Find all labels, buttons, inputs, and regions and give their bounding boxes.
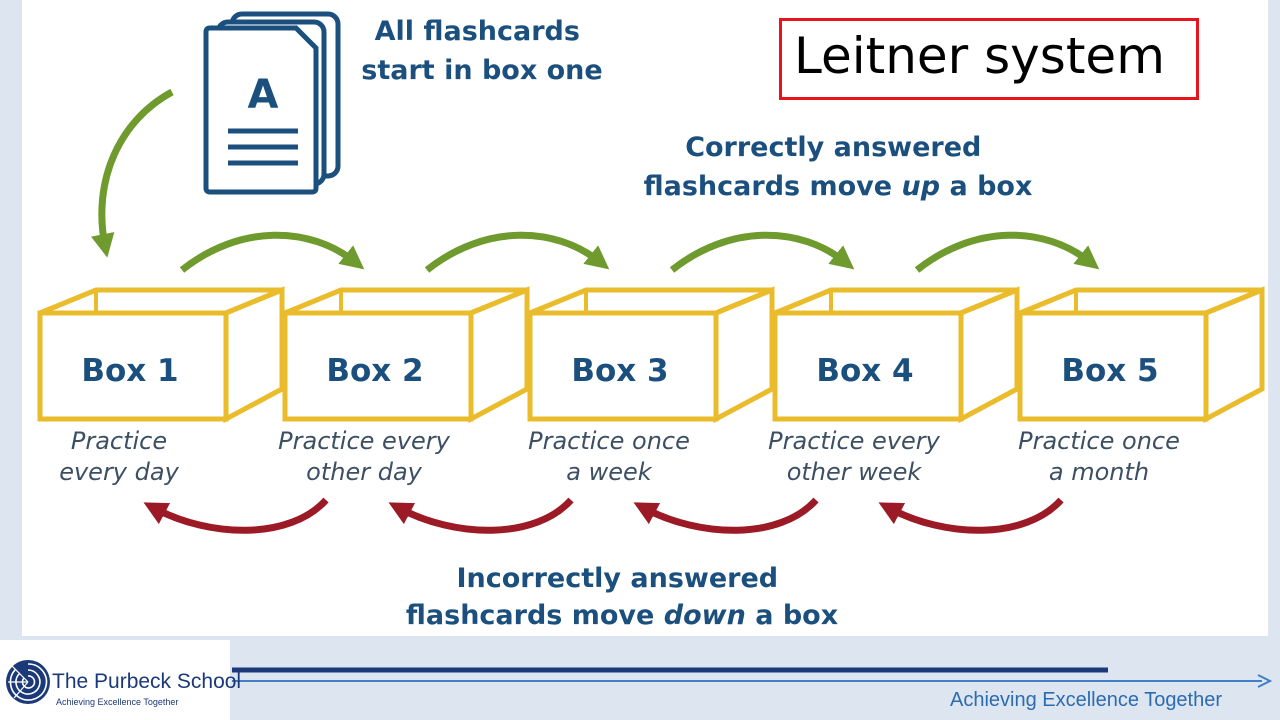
arrows-layer bbox=[143, 231, 1100, 534]
box-front bbox=[527, 310, 719, 422]
card-letter: A bbox=[248, 72, 279, 118]
school-logo-panel: The Purbeck School Achieving Excellence … bbox=[0, 640, 241, 720]
box-label: Box 5 bbox=[1061, 353, 1158, 389]
box-label: Box 4 bbox=[816, 353, 913, 389]
up-arrow bbox=[424, 231, 610, 273]
down-arrow bbox=[633, 497, 819, 534]
up-arrow bbox=[669, 231, 855, 273]
start-arrow bbox=[91, 88, 174, 258]
box-side bbox=[958, 286, 1020, 424]
up-text: Correctly answered flashcards move up a … bbox=[644, 132, 1033, 202]
box-label: Box 2 bbox=[326, 353, 423, 389]
school-logo-icon bbox=[6, 660, 50, 704]
footer-arrowhead bbox=[1257, 674, 1273, 688]
school-tagline: Achieving Excellence Together bbox=[56, 697, 179, 707]
down-text: Incorrectly answered flashcards move dow… bbox=[406, 563, 838, 631]
slide-title: Leitner system bbox=[794, 27, 1165, 85]
box-front bbox=[1017, 310, 1209, 422]
box-label: Box 1 bbox=[81, 353, 178, 389]
box-side bbox=[1203, 286, 1265, 424]
box-front bbox=[37, 310, 229, 422]
footer-motto: Achieving Excellence Together bbox=[950, 689, 1223, 711]
box-side bbox=[468, 286, 530, 424]
box-side bbox=[713, 286, 775, 424]
box-front bbox=[282, 310, 474, 422]
school-name: The Purbeck School bbox=[52, 670, 242, 693]
down-arrow bbox=[388, 497, 574, 534]
up-arrow bbox=[179, 231, 365, 273]
flashcard-stack-icon: A bbox=[203, 11, 341, 195]
up-arrow bbox=[914, 231, 1100, 273]
down-arrow bbox=[878, 497, 1064, 534]
down-arrow bbox=[143, 497, 329, 534]
box-front bbox=[772, 310, 964, 422]
box-label: Box 3 bbox=[571, 353, 668, 389]
title-frame: Leitner system bbox=[779, 18, 1199, 100]
box-side bbox=[223, 286, 285, 424]
intro-text: All flashcards start in box one bbox=[361, 16, 602, 86]
